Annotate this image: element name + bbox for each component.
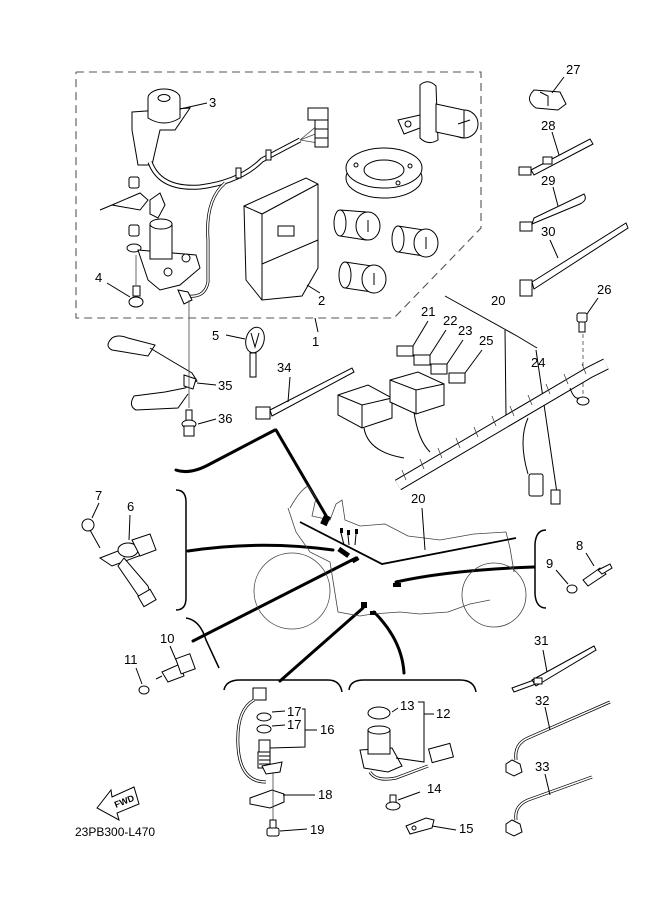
callout-13[interactable]: 13 [400, 698, 414, 713]
diagram-code: 23PB300-L470 [75, 825, 155, 839]
callout-12[interactable]: 12 [436, 706, 450, 721]
ecu-unit[interactable]: 2 [243, 177, 325, 308]
key-blank[interactable]: 5 [212, 325, 267, 378]
callout-21[interactable]: 21 [421, 304, 435, 319]
bolt-7: 7 [81, 488, 102, 549]
callout-27[interactable]: 27 [566, 62, 580, 77]
callout-24[interactable]: 24 [531, 355, 545, 370]
gasket-9[interactable]: 9 [546, 556, 578, 594]
band-29[interactable]: 29 [519, 173, 586, 232]
callout-34[interactable]: 34 [277, 360, 291, 375]
callout-3[interactable]: 3 [209, 95, 216, 110]
callout-26[interactable]: 26 [597, 282, 611, 297]
seat-lock [397, 81, 479, 144]
sensor-assembly-16[interactable]: 17 17 16 [236, 687, 335, 784]
callout-22[interactable]: 22 [443, 313, 457, 328]
fuse-23[interactable]: 23 [430, 323, 472, 375]
callout-7[interactable]: 7 [95, 488, 102, 503]
callout-9[interactable]: 9 [546, 556, 553, 571]
band-28[interactable]: 28 [518, 118, 594, 176]
wire-harness[interactable] [337, 358, 609, 505]
callout-6[interactable]: 6 [127, 499, 134, 514]
cable-grommet-icon [235, 167, 242, 179]
callout-20-top[interactable]: 20 [491, 293, 505, 308]
callout-23[interactable]: 23 [458, 323, 472, 338]
callout-29[interactable]: 29 [541, 173, 555, 188]
bracket[interactable]: 35 [107, 335, 232, 411]
sensor-8[interactable]: 8 [576, 538, 613, 587]
callout-2[interactable]: 2 [318, 293, 325, 308]
callout-18[interactable]: 18 [318, 787, 332, 802]
ignition-coil[interactable]: 6 [98, 499, 157, 608]
clamp-27[interactable]: 27 [529, 62, 580, 111]
wire-harness-callout: 20 [444, 293, 559, 501]
lock-cylinder [391, 225, 439, 258]
plate-18[interactable]: 18 [249, 787, 332, 809]
band-34[interactable]: 34 [255, 360, 355, 420]
main-switch[interactable]: 3 [131, 88, 216, 166]
callout-28[interactable]: 28 [541, 118, 555, 133]
callout-10[interactable]: 10 [160, 631, 174, 646]
callout-20-bike[interactable]: 20 [411, 491, 425, 506]
bolt-19[interactable]: 19 [266, 819, 324, 837]
bolt-4: 4 [95, 255, 144, 308]
lock-cylinder [333, 209, 381, 241]
clamp-15[interactable]: 15 [405, 817, 473, 836]
callout-11[interactable]: 11 [124, 652, 138, 667]
callout-17a[interactable]: 17 [287, 704, 301, 719]
bolt-14[interactable]: 14 [385, 781, 441, 811]
forward-arrow-icon: FWD [96, 786, 140, 822]
steering-lock [137, 218, 201, 305]
bolt-36: 36 [181, 409, 232, 437]
fuse-22[interactable]: 22 [413, 313, 457, 366]
callout-36[interactable]: 36 [218, 411, 232, 426]
switch-connector [307, 107, 329, 148]
callout-1[interactable]: 1 [312, 334, 319, 349]
callout-17b[interactable]: 17 [287, 717, 301, 732]
sensor-assembly-12[interactable]: 13 12 [359, 698, 455, 781]
callout-15[interactable]: 15 [459, 821, 473, 836]
callout-19[interactable]: 19 [310, 822, 324, 837]
callout-33[interactable]: 33 [535, 759, 549, 774]
fuel-cap-lock [345, 147, 423, 199]
callout-16[interactable]: 16 [320, 722, 334, 737]
callout-4[interactable]: 4 [95, 270, 102, 285]
callout-25[interactable]: 25 [479, 333, 493, 348]
callout-5[interactable]: 5 [212, 328, 219, 343]
band-33[interactable]: 33 [505, 759, 593, 837]
fuse-21[interactable]: 21 [396, 304, 435, 357]
band-30[interactable]: 30 [519, 222, 629, 297]
lock-set-boundary: 1 [75, 71, 482, 349]
leader-lines [174, 428, 536, 683]
band-31[interactable]: 31 [511, 633, 597, 693]
motorcycle-outline: 20 [253, 485, 527, 630]
bolt-26[interactable]: 26 [576, 282, 611, 333]
callout-35[interactable]: 35 [218, 378, 232, 393]
band-32[interactable]: 32 [505, 693, 611, 777]
cable-grommet-icon [265, 149, 272, 161]
lock-keys [99, 176, 166, 253]
switch-10[interactable]: 10 [155, 631, 196, 683]
lock-cylinder [338, 261, 387, 294]
gasket-11[interactable]: 11 [124, 652, 150, 695]
fuse-25[interactable]: 25 [448, 333, 493, 384]
group-brackets [175, 489, 547, 693]
callout-30[interactable]: 30 [541, 224, 555, 239]
callout-8[interactable]: 8 [576, 538, 583, 553]
callout-32[interactable]: 32 [535, 693, 549, 708]
callout-14[interactable]: 14 [427, 781, 441, 796]
callout-31[interactable]: 31 [534, 633, 548, 648]
